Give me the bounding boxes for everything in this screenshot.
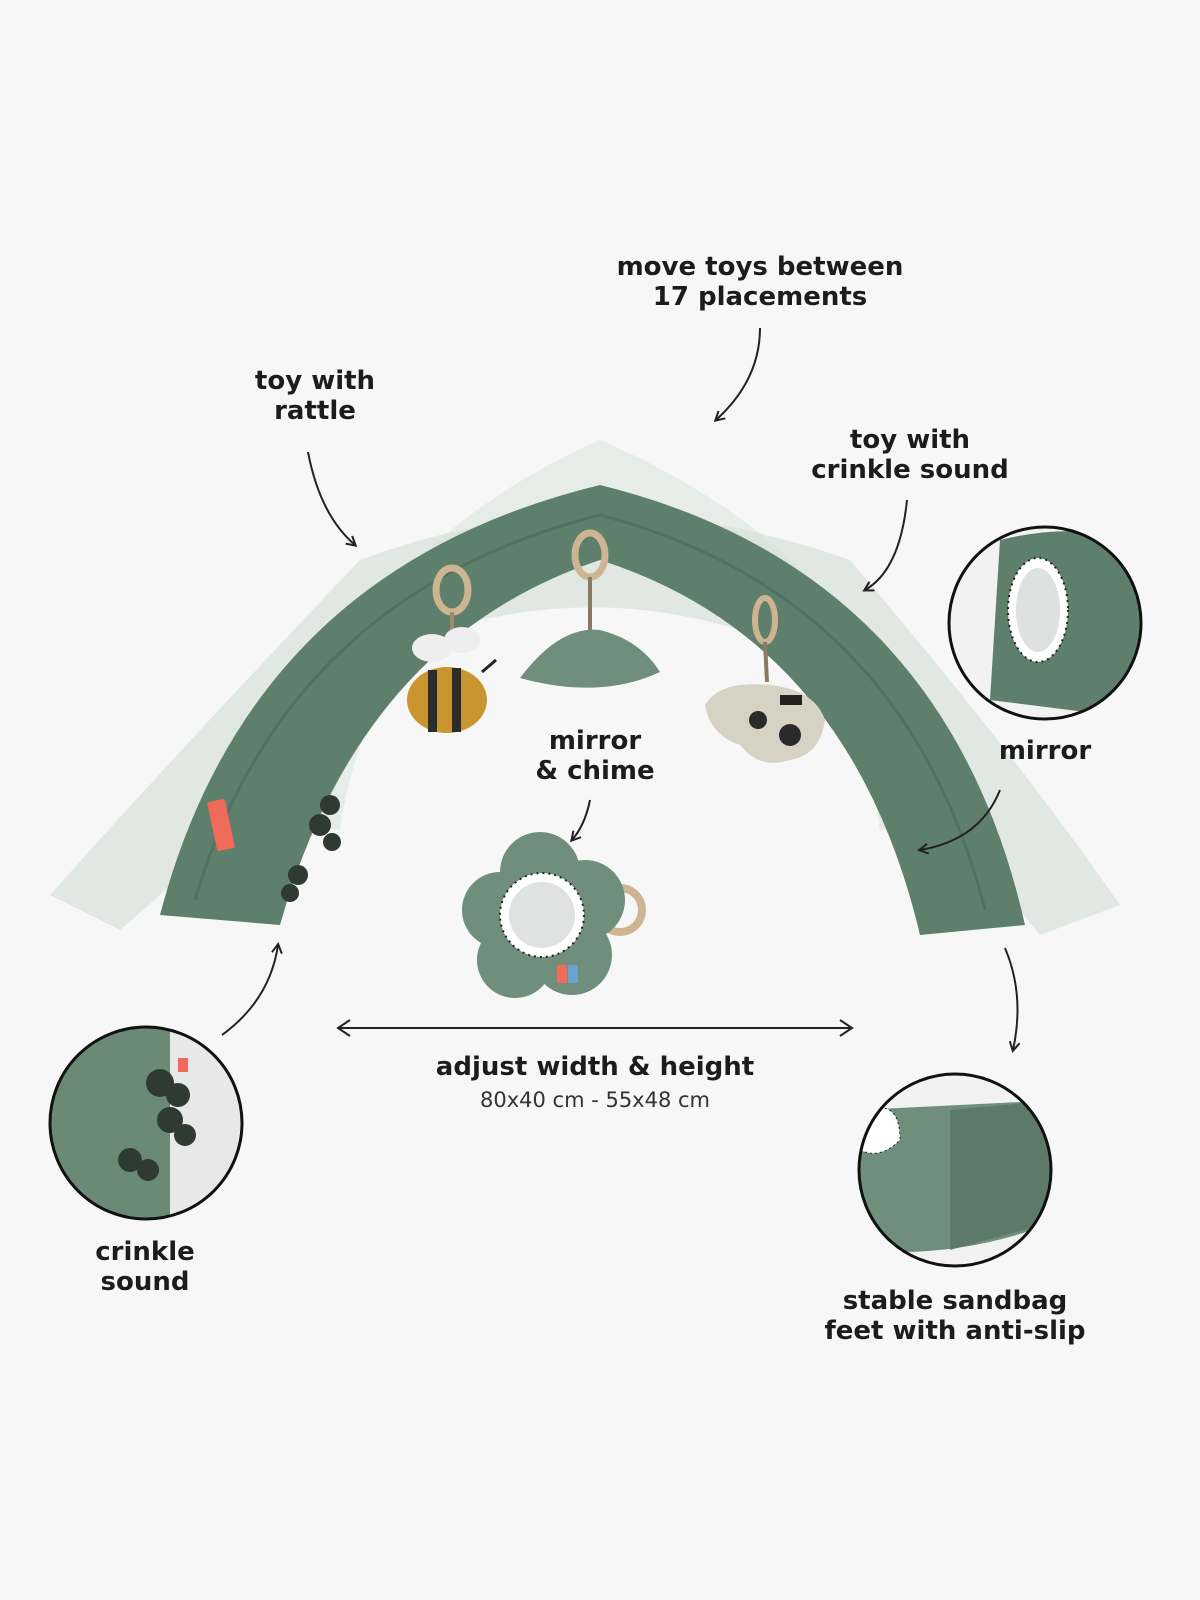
label-adjust-sizes: 80x40 cm - 55x48 cm	[479, 1088, 711, 1112]
label-mirror-chime: mirror & chime	[535, 726, 655, 786]
flower-mirror-toy	[462, 832, 646, 998]
label-toy-crinkle: toy with crinkle sound	[811, 425, 1009, 485]
ghost-arch-tall	[280, 440, 940, 830]
width-double-arrow	[336, 1019, 854, 1037]
label-mirror: mirror	[998, 736, 1092, 766]
mirror-chime-hanging-toy	[520, 529, 660, 688]
label-adjust: adjust width & height	[435, 1052, 755, 1082]
crinkle-shapes	[281, 795, 341, 902]
arrow-sandbag	[1004, 947, 1018, 1050]
sandbag-detail-circle	[857, 1072, 1053, 1268]
cow-toy	[705, 595, 825, 763]
label-crinkle-sound: crinkle sound	[95, 1237, 195, 1297]
arrow-mirror-chime	[572, 799, 591, 840]
label-toy-rattle: toy with rattle	[254, 366, 376, 426]
arrow-mirror	[920, 789, 1001, 850]
arrow-crinkle-sound	[221, 945, 278, 1036]
mirror-detail-circle	[947, 525, 1143, 721]
label-move-toys: move toys between 17 placements	[616, 252, 904, 312]
arrow-rattle	[307, 451, 355, 545]
bee-toy	[407, 564, 497, 733]
crinkle-detail-circle	[48, 1025, 244, 1221]
label-sandbag-feet: stable sandbag feet with anti-slip	[824, 1286, 1086, 1346]
arrow-placements	[716, 327, 761, 420]
arrow-crinkle-toy	[865, 499, 908, 590]
play-gym-arch	[160, 485, 1025, 935]
brand-tag	[207, 799, 235, 851]
